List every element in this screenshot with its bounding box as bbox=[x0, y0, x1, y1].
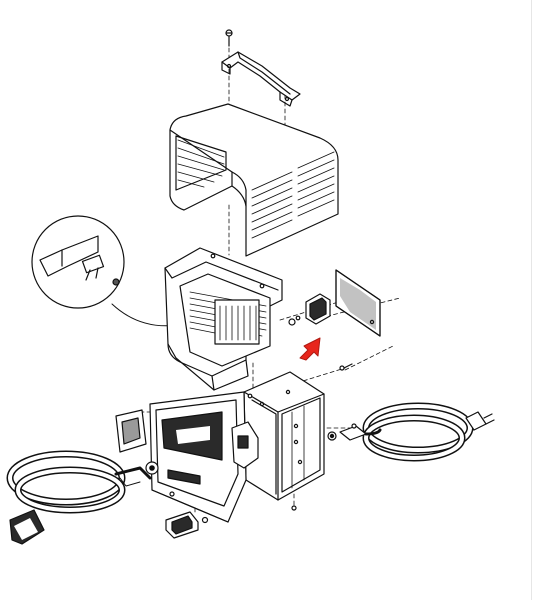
screw-icon bbox=[225, 29, 233, 47]
ac-cord-icon bbox=[327, 402, 495, 462]
panel-icon bbox=[149, 391, 247, 523]
handle-icon bbox=[221, 51, 301, 107]
fuse-icon bbox=[165, 511, 209, 539]
page-edge-line bbox=[531, 0, 532, 600]
red-arrow-icon bbox=[299, 337, 321, 361]
dc-cord-icon bbox=[6, 450, 159, 545]
breaker-icon bbox=[231, 421, 259, 469]
magnifier-callout-icon bbox=[31, 215, 181, 330]
transformer-icon bbox=[164, 247, 283, 391]
meter-icon bbox=[115, 409, 147, 453]
vented-cover-icon bbox=[169, 103, 339, 257]
receptacle-icon bbox=[288, 293, 331, 326]
screw-set-icon bbox=[169, 363, 357, 511]
plate-icon bbox=[335, 269, 381, 337]
